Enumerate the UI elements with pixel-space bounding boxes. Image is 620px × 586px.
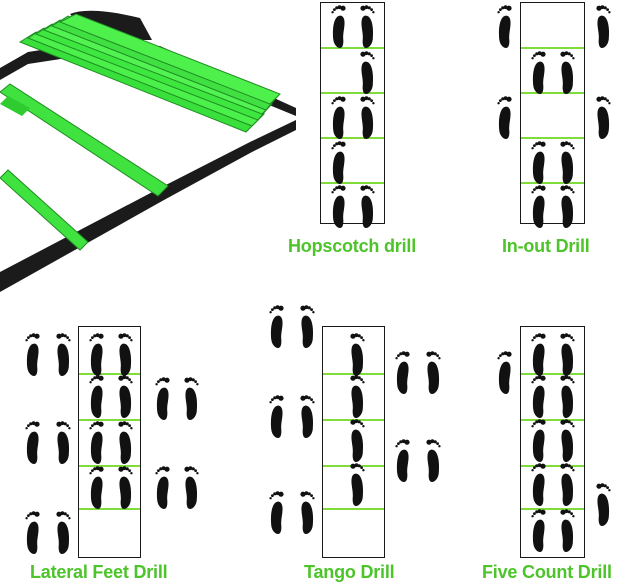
footprint-right-icon xyxy=(300,395,315,438)
footprint-left-icon xyxy=(155,377,170,420)
footprint-right-icon xyxy=(118,421,133,464)
footprint-right-icon xyxy=(560,185,575,228)
rung xyxy=(521,182,584,184)
footprint-left-icon xyxy=(269,395,284,438)
footprint-left-icon xyxy=(331,185,346,228)
footprint-left-icon xyxy=(497,351,512,394)
footprint-right-icon xyxy=(596,5,611,48)
footprint-right-icon xyxy=(360,5,375,48)
footprint-left-icon xyxy=(531,509,546,552)
footprint-right-icon xyxy=(118,333,133,376)
rung xyxy=(521,465,584,467)
footprint-left-icon xyxy=(155,466,170,509)
footprint-left-icon xyxy=(269,491,284,534)
rung xyxy=(79,465,140,467)
caption-hopscotch-drill: Hopscotch drill xyxy=(288,236,417,256)
agility-ladder-photo xyxy=(0,10,296,292)
footprint-right-icon xyxy=(560,333,575,376)
rung xyxy=(521,508,584,510)
footprint-right-icon xyxy=(350,333,365,376)
footprint-right-icon xyxy=(596,483,611,526)
rung xyxy=(521,137,584,139)
footprint-left-icon xyxy=(395,351,410,394)
footprint-left-icon xyxy=(331,5,346,48)
rung xyxy=(521,92,584,94)
rung xyxy=(79,373,140,375)
ladder-rungs xyxy=(0,13,281,251)
footprint-right-icon xyxy=(560,375,575,418)
rung xyxy=(521,419,584,421)
rung xyxy=(521,47,584,49)
footprint-left-icon xyxy=(331,96,346,139)
footprint-right-icon xyxy=(560,463,575,506)
footprint-left-icon xyxy=(25,421,40,464)
caption-lateral-feet-drill: Lateral Feet Drill xyxy=(30,562,168,582)
footprint-left-icon xyxy=(531,185,546,228)
footprint-left-icon xyxy=(25,333,40,376)
footprint-right-icon xyxy=(560,509,575,552)
footprint-right-icon xyxy=(184,466,199,509)
footprint-right-icon xyxy=(360,96,375,139)
rung xyxy=(521,373,584,375)
footprint-right-icon xyxy=(560,51,575,94)
footprint-left-icon xyxy=(89,375,104,418)
footprint-right-icon xyxy=(426,439,441,482)
footprint-right-icon xyxy=(118,375,133,418)
footprint-right-icon xyxy=(360,51,375,94)
footprint-left-icon xyxy=(531,141,546,184)
footprint-left-icon xyxy=(269,305,284,348)
footprint-right-icon xyxy=(350,375,365,418)
ladder-hopscotch xyxy=(320,2,385,224)
rung xyxy=(79,419,140,421)
rung xyxy=(79,508,140,510)
footprint-right-icon xyxy=(56,333,71,376)
caption-tango-drill: Tango Drill xyxy=(304,562,395,582)
footprint-right-icon xyxy=(300,305,315,348)
footprint-right-icon xyxy=(350,419,365,462)
footprint-left-icon xyxy=(497,5,512,48)
footprint-right-icon xyxy=(426,351,441,394)
caption-five-count-drill: Five Count Drill xyxy=(482,562,612,582)
footprint-right-icon xyxy=(560,419,575,462)
rung xyxy=(321,137,384,139)
footprint-left-icon xyxy=(531,419,546,462)
rung xyxy=(321,47,384,49)
footprint-left-icon xyxy=(89,333,104,376)
footprint-left-icon xyxy=(331,141,346,184)
footprint-left-icon xyxy=(395,439,410,482)
footprint-left-icon xyxy=(25,511,40,554)
footprint-left-icon xyxy=(531,463,546,506)
footprint-right-icon xyxy=(300,491,315,534)
footprint-right-icon xyxy=(560,141,575,184)
ladder-five-count xyxy=(520,326,585,558)
ladder-in-out xyxy=(520,2,585,224)
footprint-right-icon xyxy=(118,466,133,509)
footprint-right-icon xyxy=(184,377,199,420)
footprint-right-icon xyxy=(56,511,71,554)
footprint-right-icon xyxy=(596,96,611,139)
rung xyxy=(321,92,384,94)
footprint-left-icon xyxy=(497,96,512,139)
rung xyxy=(323,508,384,510)
footprint-left-icon xyxy=(89,466,104,509)
footprint-right-icon xyxy=(350,463,365,506)
footprint-left-icon xyxy=(531,333,546,376)
rung xyxy=(321,182,384,184)
footprint-left-icon xyxy=(531,375,546,418)
caption-in-out-drill: In-out Drill xyxy=(502,236,590,256)
footprint-right-icon xyxy=(360,185,375,228)
footprint-right-icon xyxy=(56,421,71,464)
footprint-left-icon xyxy=(89,421,104,464)
footprint-left-icon xyxy=(531,51,546,94)
